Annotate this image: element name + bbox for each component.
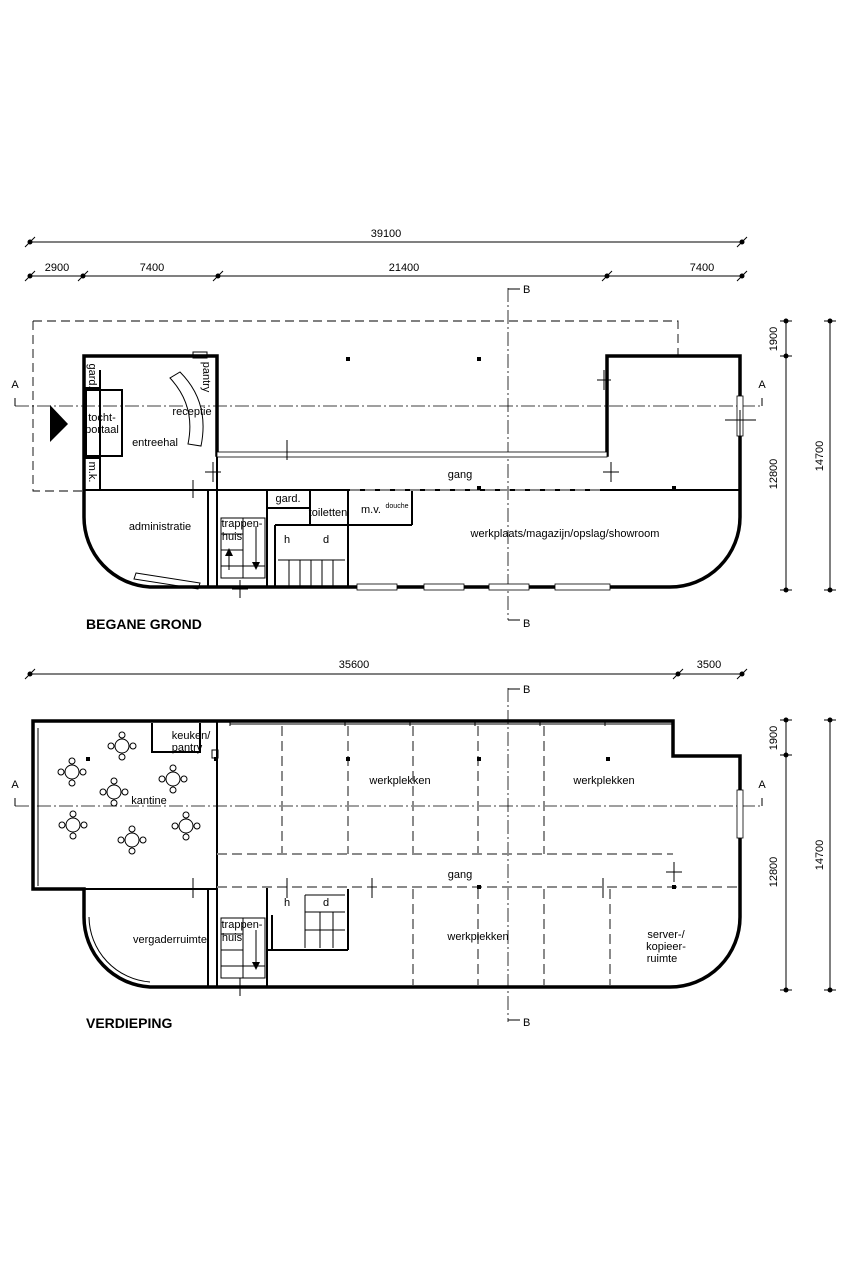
label-gang-ground: gang (448, 469, 472, 481)
label-entreehal: entreehal (132, 437, 178, 449)
dim-right-main-upper: 12800 (768, 857, 780, 888)
table-icon (171, 811, 201, 841)
label-gard2-ground: gard. (275, 493, 300, 505)
dim-seg-1-ground: 2900 (45, 262, 69, 274)
table-icon (158, 764, 188, 794)
label-mk-ground: m.k. (86, 462, 98, 483)
tochtportaal-box (85, 389, 123, 457)
wall-ticks-upper (192, 862, 682, 996)
section-b-top-ground: B (523, 284, 530, 296)
label-mv-ground: m.v. (361, 504, 381, 516)
exterior-wall-upper (31, 719, 742, 989)
section-b-bottom-ground: B (523, 618, 530, 630)
dim-seg-3-ground: 21400 (389, 262, 420, 274)
ground-floor-top-dimensions: 39100 2900 7400 21400 7400 (24, 228, 748, 282)
label-server-1: server-/ (647, 929, 685, 941)
title-verdieping: VERDIEPING (86, 1015, 172, 1031)
kitchen-counter (151, 723, 201, 753)
curved-window-upper (88, 916, 151, 983)
label-h-ground: h (284, 534, 290, 546)
section-axes-ground: A A B B (11, 284, 766, 630)
columns-upper (86, 757, 676, 889)
label-douche-ground: douche (386, 503, 409, 510)
columns-ground (346, 357, 676, 490)
upper-floor-plan: 35600 3500 1900 12800 14700 A (11, 659, 836, 1031)
dim-right-main-ground: 12800 (768, 459, 780, 490)
ground-floor-plan: 39100 2900 7400 21400 7400 1900 12800 14… (11, 228, 836, 632)
section-b-bottom-upper: B (523, 1017, 530, 1029)
stairs-ground (220, 517, 345, 587)
windows-top-upper (229, 721, 673, 726)
dim-main-upper: 35600 (339, 659, 370, 671)
kantine-tables (57, 731, 201, 855)
label-receptie: receptie (172, 406, 211, 418)
table-icon (117, 825, 147, 855)
dim-overall-ground: 39100 (371, 228, 402, 240)
label-toiletten-ground: toiletten (309, 507, 348, 519)
section-a-left-ground: A (11, 379, 19, 391)
section-a-right-ground: A (758, 379, 766, 391)
ground-floor-right-dimensions: 1900 12800 14700 (768, 318, 836, 593)
exterior-wall-ground (82, 354, 742, 589)
label-werkplekken-2: werkplekken (572, 775, 634, 787)
table-icon (107, 731, 137, 761)
label-tochtportaal-1: tocht- (88, 412, 116, 424)
label-pantry-ground: pantry (200, 362, 212, 393)
section-a-right-upper: A (758, 779, 766, 791)
label-gard-ground: gard. (86, 363, 98, 388)
label-d-upper: d (323, 897, 329, 909)
label-werkplekken-1: werkplekken (368, 775, 430, 787)
dim-right-upper: 3500 (697, 659, 721, 671)
upper-floor-top-dimensions: 35600 3500 (24, 659, 748, 680)
dim-seg-2-ground: 7400 (140, 262, 164, 274)
projection-outline-ground (32, 320, 679, 492)
label-gang-upper: gang (448, 869, 472, 881)
upper-floor-right-dimensions: 1900 12800 14700 (768, 717, 836, 993)
label-administratie: administratie (129, 521, 191, 533)
label-keuken-1: keuken/ (172, 730, 211, 742)
label-server-2: kopieer- (646, 941, 686, 953)
section-b-top-upper: B (523, 684, 530, 696)
wall-ticks-ground (192, 370, 756, 598)
label-tochtportaal-2: portaal (85, 424, 119, 436)
table-icon (57, 757, 87, 787)
dim-right-small-ground: 1900 (768, 327, 780, 351)
label-trappenhuis-2-ground: huis (222, 531, 243, 543)
label-werkplekken-3: werkplekken (446, 931, 508, 943)
reception-desk (169, 371, 204, 447)
room-labels-ground: gard. tocht- portaal m.k. entreehal rece… (85, 362, 659, 546)
label-keuken-2: pantry (172, 742, 203, 754)
entrance-arrow-icon (50, 405, 68, 442)
pantry-vent (192, 351, 208, 359)
label-trappenhuis-1-ground: trappen- (222, 518, 263, 530)
label-trappenhuis-2-upper: huis (222, 932, 243, 944)
dim-right-small-upper: 1900 (768, 726, 780, 750)
title-begane-grond: BEGANE GROND (86, 616, 202, 632)
label-d-ground: d (323, 534, 329, 546)
dim-seg-4-ground: 7400 (690, 262, 714, 274)
interior-walls-ground (84, 370, 740, 587)
section-a-left-upper: A (11, 779, 19, 791)
window-right-upper (736, 789, 744, 839)
interior-walls-upper (207, 721, 349, 987)
table-icon (58, 810, 88, 840)
dim-right-overall-ground: 14700 (814, 441, 826, 472)
dim-right-overall-upper: 14700 (814, 840, 826, 871)
windows-ground (133, 395, 744, 591)
label-werkplaats: werkplaats/magazijn/opslag/showroom (470, 528, 660, 540)
room-labels-upper: keuken/ pantry kantine werkplekken werkp… (131, 730, 686, 965)
label-server-3: ruimte (647, 953, 678, 965)
label-h-upper: h (284, 897, 290, 909)
table-icon (99, 777, 129, 807)
label-vergaderruimte: vergaderruimte (133, 934, 207, 946)
label-kantine: kantine (131, 795, 166, 807)
label-trappenhuis-1-upper: trappen- (222, 919, 263, 931)
